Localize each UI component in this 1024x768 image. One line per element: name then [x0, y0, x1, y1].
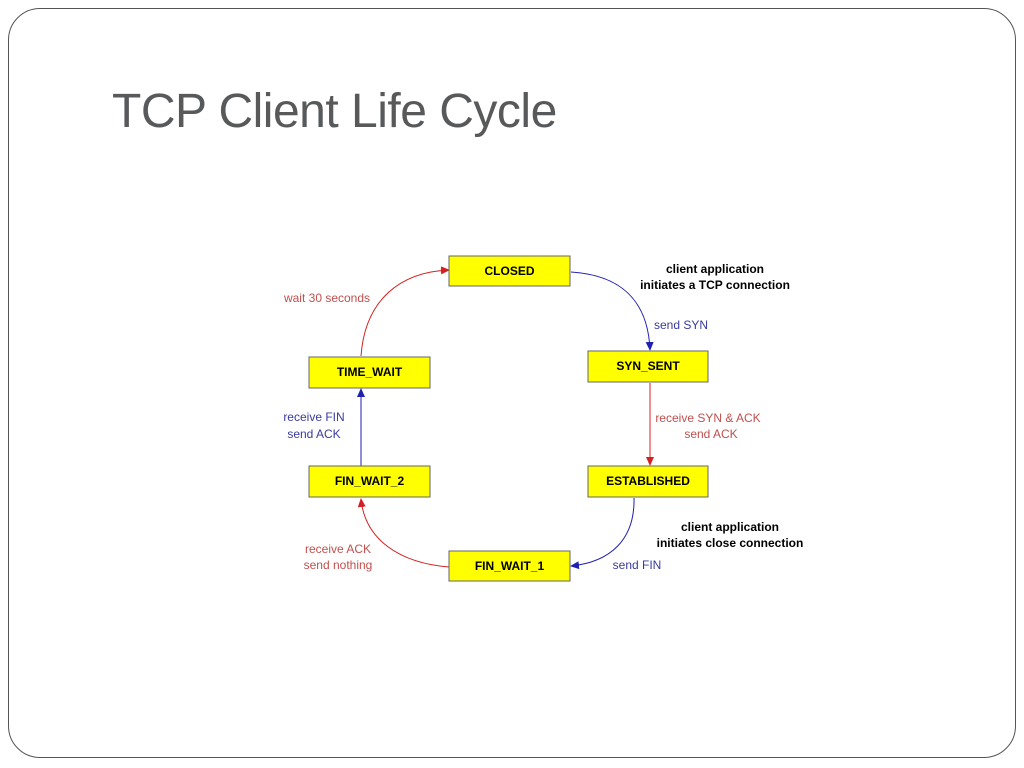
state-established-label: ESTABLISHED [606, 474, 690, 488]
state-time-wait-label: TIME_WAIT [337, 365, 403, 379]
syn-sent-established-action: send ACK [684, 427, 737, 441]
closed-syn-sent-event-line-1: client application [666, 262, 764, 276]
slide-title: TCP Client Life Cycle [112, 85, 557, 138]
arrow-time-wait-to-closed [360, 266, 450, 357]
fin-wait-1-fin-wait-2-event: receive ACK [305, 542, 371, 556]
arrow-closed-to-syn-sent [570, 271, 654, 351]
state-fin-wait-2: FIN_WAIT_2 [308, 465, 431, 498]
state-fin-wait-1: FIN_WAIT_1 [448, 550, 571, 582]
arrow-established-to-fin-wait-1 [570, 497, 635, 570]
established-fin-wait-1-action: send FIN [613, 558, 662, 572]
state-time-wait: TIME_WAIT [308, 356, 431, 389]
state-syn-sent: SYN_SENT [587, 350, 709, 383]
established-fin-wait-1-event-line-1: client application [681, 520, 779, 534]
slide-frame [8, 8, 1016, 758]
state-closed: CLOSED [448, 255, 571, 287]
state-fin-wait-2-label: FIN_WAIT_2 [335, 474, 405, 488]
closed-syn-sent-action: send SYN [654, 318, 708, 332]
state-fin-wait-1-label: FIN_WAIT_1 [475, 559, 545, 573]
state-closed-label: CLOSED [484, 264, 534, 278]
arrow-fin-wait-1-to-fin-wait-2 [357, 498, 450, 568]
state-established: ESTABLISHED [587, 465, 709, 498]
fin-wait-2-time-wait-event: receive FIN [283, 410, 344, 424]
time-wait-closed-event: wait 30 seconds [283, 291, 370, 305]
syn-sent-established-event: receive SYN & ACK [655, 411, 760, 425]
fin-wait-1-fin-wait-2-action: send nothing [304, 558, 373, 572]
closed-syn-sent-event-line-2: initiates a TCP connection [640, 278, 790, 292]
fin-wait-2-time-wait-action: send ACK [287, 427, 340, 441]
established-fin-wait-1-event-line-2: initiates close connection [657, 536, 804, 550]
state-syn-sent-label: SYN_SENT [616, 359, 680, 373]
